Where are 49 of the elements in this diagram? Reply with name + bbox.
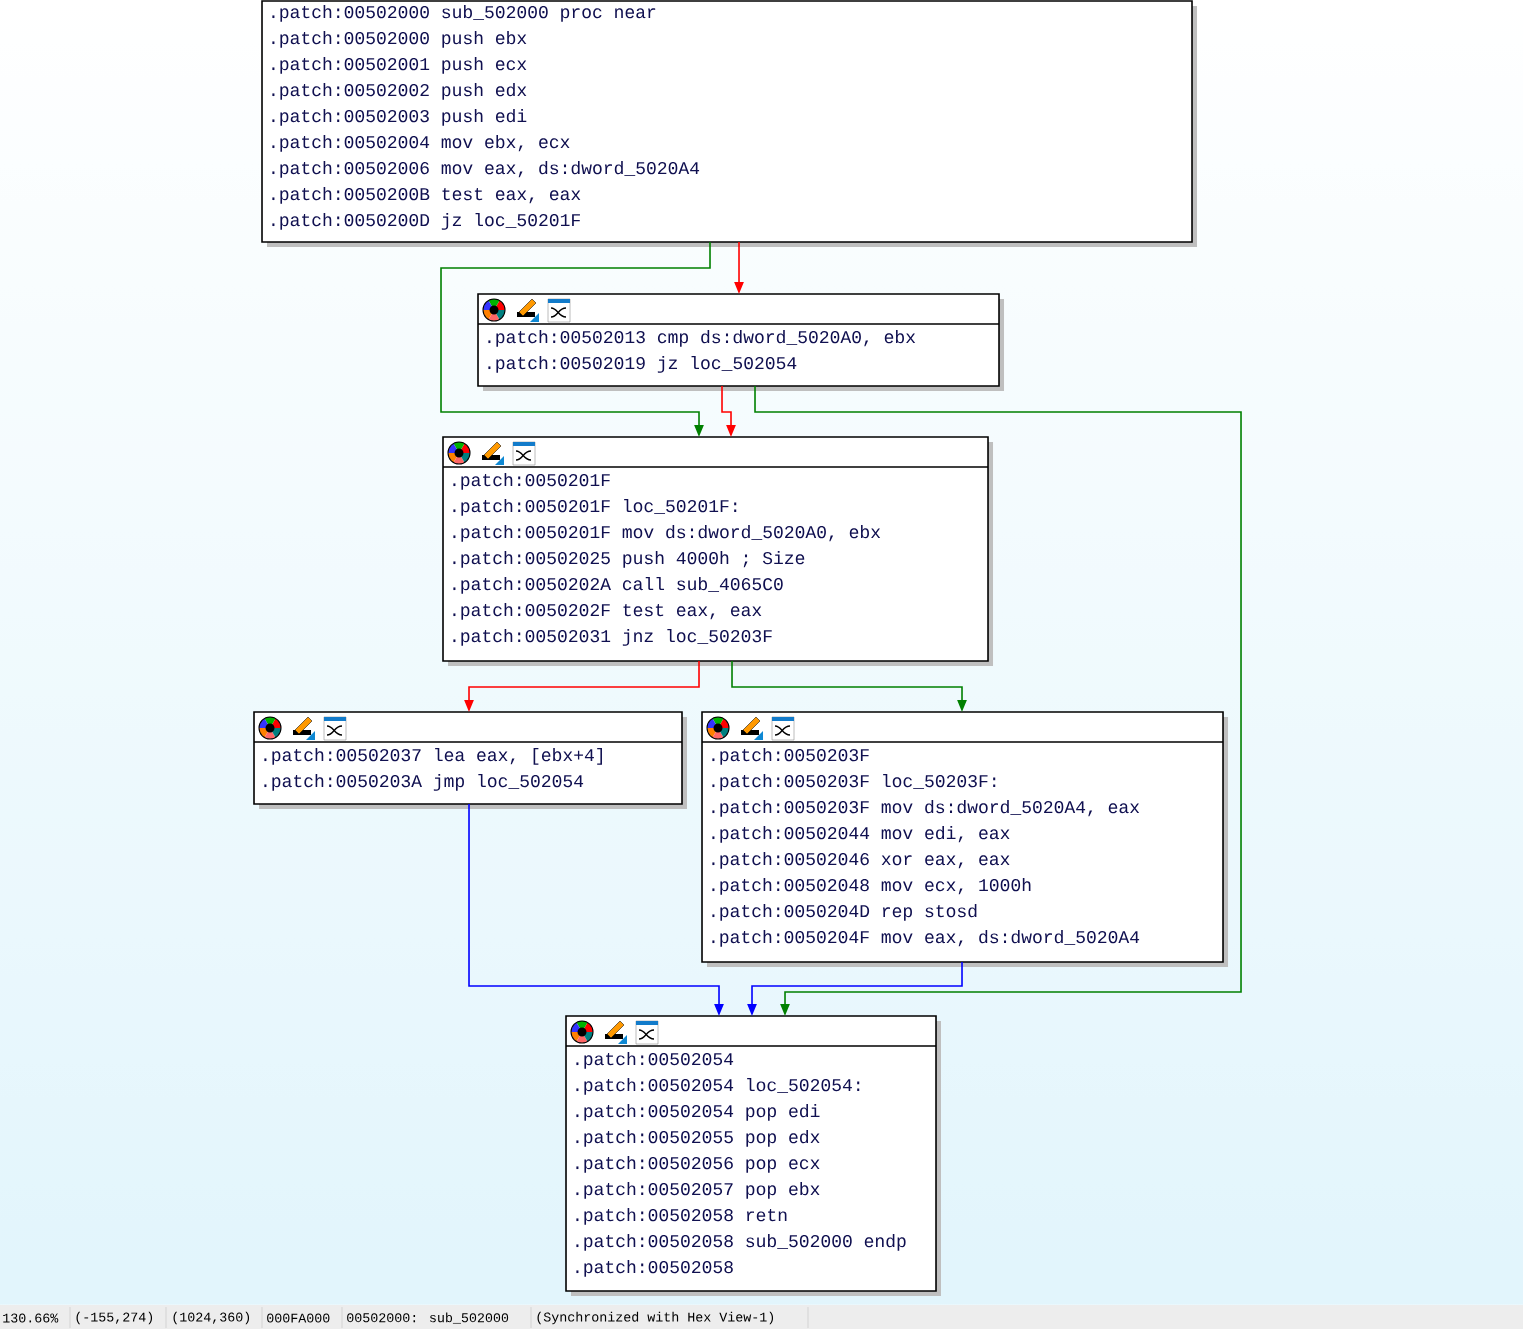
code-line: .patch:00502037 lea eax, [ebx+4] bbox=[264, 748, 602, 765]
code-line: .patch:00502025 push 4000h ; Size bbox=[453, 551, 805, 568]
code-line: .patch:00502054 loc_502054: bbox=[576, 1078, 860, 1095]
code-block bbox=[701, 711, 1228, 967]
code-line: .patch:0050201F loc_50201F: bbox=[453, 499, 737, 516]
code-line: .patch:0050201F mov ds:dword_5020A0, ebx bbox=[453, 525, 881, 542]
code-line: .patch:0050200B test eax, eax bbox=[272, 187, 581, 204]
code-line: .patch:00502013 cmp ds:dword_5020A0, ebx bbox=[488, 330, 916, 347]
code-line: .patch:0050203F mov ds:dword_5020A4, eax bbox=[712, 800, 1140, 817]
code-line: .patch:0050204D rep stosd bbox=[712, 904, 977, 921]
code-line: .patch:00502048 mov ecx, 1000h bbox=[712, 878, 1031, 895]
code-line: .patch:00502058 sub_502000 endp bbox=[576, 1234, 906, 1251]
code-line: .patch:00502019 jz loc_502054 bbox=[488, 356, 797, 373]
code-line: .patch:0050203F loc_50203F: bbox=[712, 774, 996, 791]
code-line: .patch:00502044 mov edi, eax bbox=[712, 826, 1010, 843]
code-line: .patch:0050203A jmp loc_502054 bbox=[264, 774, 584, 791]
code-line: .patch:0050204F mov eax, ds:dword_5020A4 bbox=[712, 930, 1140, 947]
code-block bbox=[442, 436, 993, 666]
code-line: .patch:00502006 mov eax, ds:dword_5020A4 bbox=[272, 161, 700, 178]
code-block bbox=[253, 711, 687, 809]
code-line: .patch:00502056 pop ecx bbox=[576, 1156, 820, 1173]
status-text: (-155,274) bbox=[76, 1311, 153, 1325]
code-line: .patch:0050203F bbox=[712, 748, 869, 765]
code-line: .patch:00502046 xor eax, eax bbox=[712, 852, 1010, 869]
code-line: .patch:00502058 retn bbox=[576, 1208, 787, 1225]
code-line: .patch:00502057 pop ebx bbox=[576, 1182, 820, 1199]
code-line: .patch:0050201F bbox=[453, 473, 610, 490]
code-block bbox=[477, 293, 1004, 391]
code-line: .patch:00502002 push edx bbox=[272, 83, 527, 100]
code-block bbox=[261, 0, 1197, 247]
code-line: .patch:00502031 jnz loc_50203F bbox=[453, 629, 772, 646]
code-line: .patch:00502055 pop edx bbox=[576, 1130, 820, 1147]
status-text: (Synchronized with Hex View-1) bbox=[537, 1311, 774, 1325]
status-text: 000FA000 bbox=[267, 1313, 330, 1323]
code-line: .patch:00502058 bbox=[576, 1260, 733, 1277]
code-line: .patch:0050200D jz loc_50201F bbox=[272, 213, 580, 230]
code-line: .patch:00502003 push edi bbox=[272, 109, 527, 126]
code-line: .patch:0050202A call sub_4065C0 bbox=[453, 577, 783, 594]
code-block bbox=[565, 1015, 941, 1296]
code-line: .patch:00502000 sub_502000 proc near bbox=[272, 5, 656, 22]
status-text: 130.66% bbox=[3, 1313, 59, 1323]
code-line: .patch:00502054 pop edi bbox=[576, 1104, 820, 1121]
code-line: .patch:0050202F test eax, eax bbox=[453, 603, 762, 620]
status-text: 00502000: sub_502000 bbox=[347, 1312, 509, 1324]
code-line: .patch:00502000 push ebx bbox=[272, 31, 527, 48]
code-line: .patch:00502004 mov ebx, ecx bbox=[272, 135, 570, 152]
code-line: .patch:00502001 push ecx bbox=[272, 57, 527, 74]
status-text: (1024,360) bbox=[173, 1311, 250, 1325]
code-line: .patch:00502054 bbox=[576, 1052, 734, 1069]
